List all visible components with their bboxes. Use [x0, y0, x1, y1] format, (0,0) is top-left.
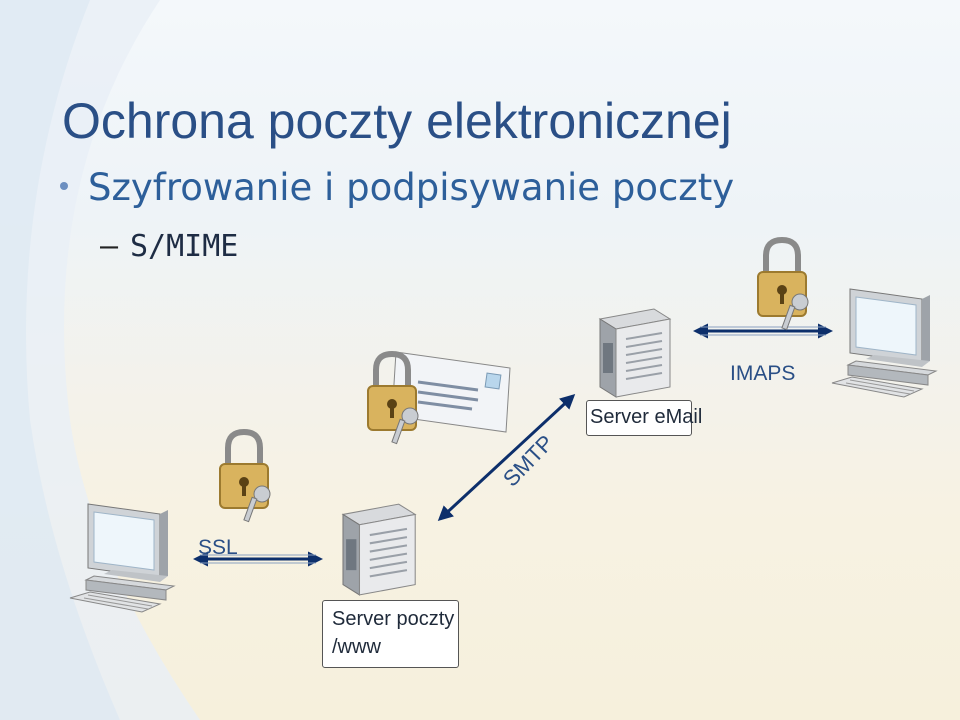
client-computer-left-icon: [69, 503, 176, 613]
smtp-arrow: [437, 393, 576, 522]
server-poczty-icon: [341, 503, 417, 596]
bullet-text: Szyfrowanie i podpisywanie poczty: [88, 166, 735, 209]
server-poczty-label-line1: Server poczty: [332, 608, 455, 630]
ssl-label: SSL: [198, 536, 238, 559]
bullet-dot: [60, 182, 68, 190]
padlock-key-icon-imaps: [757, 236, 809, 331]
client-computer-right-icon: [831, 288, 938, 398]
padlock-key-icon-ssl: [219, 428, 271, 523]
server-email-label: Server eMail: [590, 406, 703, 428]
envelope-icon: [391, 351, 511, 433]
ssl-arrow: [193, 551, 323, 567]
padlock-key-icon-envelope: [367, 350, 419, 445]
server-email-label-box: [586, 400, 692, 436]
server-poczty-label-line2: /www: [332, 636, 381, 658]
sub-bullet-text: S/MIME: [130, 229, 239, 264]
sub-bullet-dash: –: [100, 229, 119, 264]
slide-title: Ochrona poczty elektronicznej: [62, 93, 732, 149]
server-poczty-label-box: [322, 600, 459, 668]
imaps-arrow: [693, 323, 833, 339]
server-email-icon: [598, 308, 672, 398]
imaps-label: IMAPS: [730, 362, 796, 385]
